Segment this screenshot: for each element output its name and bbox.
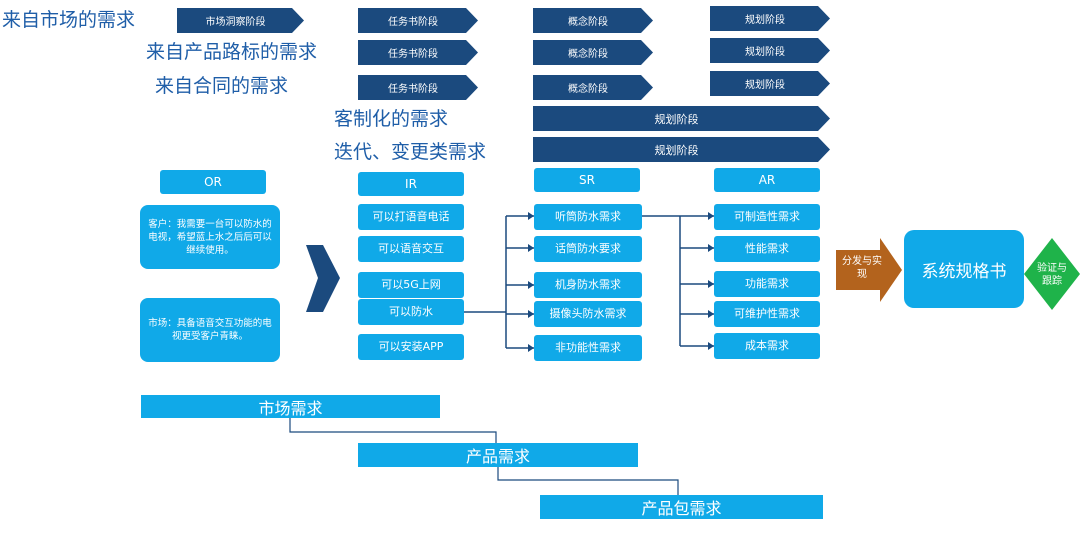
- sr-item: 摄像头防水需求: [534, 301, 642, 327]
- stage-task-book: 任务书阶段: [358, 40, 478, 65]
- ir-item: 可以防水: [358, 299, 464, 325]
- column-header-sr: SR: [534, 168, 640, 192]
- ar-item: 可维护性需求: [714, 301, 820, 327]
- verify-label: 验证与跟踪: [1037, 263, 1067, 287]
- stage-concept: 概念阶段: [533, 8, 653, 33]
- ir-item: 可以5G上网: [358, 272, 464, 298]
- ir-item: 可以打语音电话: [358, 204, 464, 230]
- sr-item: 机身防水需求: [534, 272, 642, 298]
- stage-planning: 规划阶段: [710, 71, 830, 96]
- sr-item: 非功能性需求: [534, 335, 642, 361]
- column-header-ar: AR: [714, 168, 820, 192]
- system-spec-box: 系统规格书: [904, 230, 1024, 308]
- or-market-need: 市场：具备语音交互功能的电视更受客户青睐。: [140, 298, 280, 362]
- market-requirement-bar: 市场需求: [141, 395, 440, 418]
- ir-item: 可以语音交互: [358, 236, 464, 262]
- ir-item: 可以安装APP: [358, 334, 464, 360]
- stage-planning-long: 规划阶段: [533, 137, 830, 162]
- or-customer-need: 客户：我需要一台可以防水的电视，希望蓝上水之后后可以继续使用。: [140, 205, 280, 269]
- source-iteration: 迭代、变更类需求: [334, 141, 487, 163]
- product-package-requirement-bar: 产品包需求: [540, 495, 823, 519]
- stage-task-book: 任务书阶段: [358, 75, 478, 100]
- stage-planning-long: 规划阶段: [533, 106, 830, 131]
- ar-item: 成本需求: [714, 333, 820, 359]
- stage-market-insight: 市场洞察阶段: [177, 8, 304, 33]
- column-header-ir: IR: [358, 172, 464, 196]
- source-market: 来自市场的需求: [2, 9, 136, 31]
- product-requirement-bar: 产品需求: [358, 443, 638, 467]
- source-roadmap: 来自产品路标的需求: [146, 41, 318, 63]
- ar-item: 功能需求: [714, 271, 820, 297]
- stage-planning: 规划阶段: [710, 38, 830, 63]
- stage-planning: 规划阶段: [710, 6, 830, 31]
- source-custom: 客制化的需求: [334, 108, 449, 130]
- sr-item: 听筒防水需求: [534, 204, 642, 230]
- stage-task-book: 任务书阶段: [358, 8, 478, 33]
- allocate-label: 分发与实现: [842, 256, 882, 280]
- sr-item: 话筒防水要求: [534, 236, 642, 262]
- source-contract: 来自合同的需求: [155, 75, 289, 97]
- ar-item: 可制造性需求: [714, 204, 820, 230]
- column-header-or: OR: [160, 170, 266, 194]
- ar-item: 性能需求: [714, 236, 820, 262]
- stage-concept: 概念阶段: [533, 40, 653, 65]
- stage-concept: 概念阶段: [533, 75, 653, 100]
